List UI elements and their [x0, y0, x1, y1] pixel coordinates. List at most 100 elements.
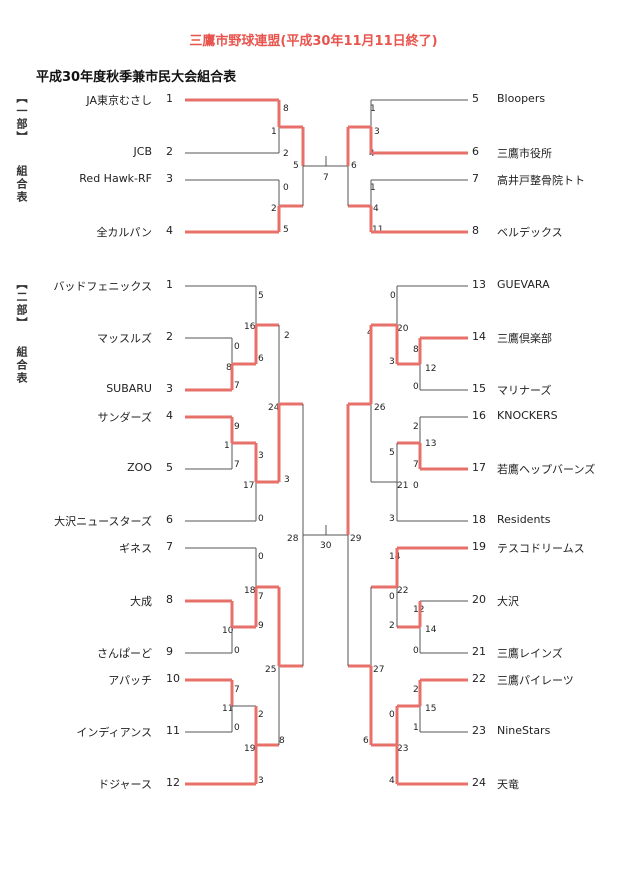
game-score: 1: [370, 183, 376, 193]
team-seed: 6: [166, 513, 173, 526]
team-seed: 17: [472, 461, 486, 474]
game-score: 11: [222, 704, 234, 714]
division-two-sub-label: 組合表: [15, 346, 28, 385]
game-score: 14: [425, 625, 437, 635]
game-score: 2: [283, 149, 289, 159]
game-score: 2: [413, 422, 419, 432]
team-name: マリナーズ: [497, 384, 552, 397]
game-score: 13: [425, 439, 437, 449]
team-name: 大沢ニュースターズ: [54, 515, 152, 528]
game-score: 3: [389, 514, 395, 524]
team-seed: 2: [166, 330, 173, 343]
team-name: Residents: [497, 513, 551, 526]
game-score: 2: [284, 331, 290, 341]
game-score: 15: [425, 704, 437, 714]
team-seed: 1: [166, 92, 173, 105]
game-score: 17: [243, 481, 255, 491]
team-seed: 21: [472, 645, 486, 658]
game-score: 5: [283, 225, 289, 235]
game-score: 8: [283, 104, 289, 114]
team-name: バッドフェニックス: [53, 280, 152, 293]
team-seed: 13: [472, 278, 486, 291]
division-one-sub-label: 組合表: [15, 165, 28, 204]
team-name: ベルデックス: [497, 226, 563, 239]
team-name: マッスルズ: [97, 332, 152, 345]
game-score: 3: [258, 776, 264, 786]
game-score: 20: [397, 324, 409, 334]
team-name: 若鷹ヘップバーンズ: [497, 463, 596, 476]
team-seed: 7: [166, 540, 173, 553]
team-name: SUBARU: [106, 382, 152, 395]
game-score: 4: [389, 776, 395, 786]
game-score: 6: [363, 736, 369, 746]
team-name: ギネス: [119, 542, 152, 555]
game-score: 9: [234, 422, 240, 432]
team-seed: 7: [472, 172, 479, 185]
game-score: 24: [268, 403, 280, 413]
team-seed: 8: [472, 224, 479, 237]
game-score: 2: [258, 710, 264, 720]
game-score: 0: [389, 592, 395, 602]
team-seed: 16: [472, 409, 486, 422]
team-seed: 2: [166, 145, 173, 158]
team-name: ZOO: [127, 461, 152, 474]
team-name: ドジャース: [98, 778, 152, 791]
team-seed: 19: [472, 540, 486, 553]
game-score: 8: [279, 736, 285, 746]
game-score: 3: [258, 451, 264, 461]
game-score: 0: [413, 481, 419, 491]
team-name: Red Hawk-RF: [79, 172, 152, 185]
game-score: 28: [287, 534, 299, 544]
team-name: 全カルパン: [96, 226, 152, 239]
game-score: 6: [258, 354, 264, 364]
division-two-label: 【二部】: [15, 278, 28, 330]
game-score: 11: [372, 225, 384, 235]
game-score: 3: [374, 127, 380, 137]
team-seed: 3: [166, 172, 173, 185]
team-name: KNOCKERS: [497, 409, 558, 422]
team-seed: 8: [166, 593, 173, 606]
page-title: 三鷹市野球連盟(平成30年11月11日終了): [189, 34, 438, 49]
team-seed: 9: [166, 645, 173, 658]
game-score: 6: [351, 161, 357, 171]
game-score: 2: [389, 621, 395, 631]
tournament-subtitle: 平成30年度秋季兼市民大会組合表: [36, 70, 237, 85]
team-name: 三鷹レインズ: [497, 647, 563, 660]
game-score: 1: [224, 441, 230, 451]
game-score: 0: [390, 291, 396, 301]
game-score: 7: [234, 685, 240, 695]
team-name: GUEVARA: [497, 278, 550, 291]
team-seed: 1: [166, 278, 173, 291]
game-score: 1: [413, 723, 419, 733]
team-seed: 6: [472, 145, 479, 158]
team-name: インディアンス: [76, 726, 152, 739]
game-score: 0: [258, 514, 264, 524]
game-score: 23: [397, 744, 409, 754]
game-score: 2: [271, 204, 277, 214]
game-score: 27: [373, 665, 385, 675]
game-score: 26: [374, 403, 386, 413]
game-score: 2: [413, 685, 419, 695]
team-seed: 3: [166, 382, 173, 395]
game-score: 4: [373, 204, 379, 214]
team-seed: 14: [472, 330, 486, 343]
team-seed: 15: [472, 382, 486, 395]
game-score: 8: [226, 363, 232, 373]
team-name: JA東京むさし: [86, 94, 152, 107]
game-score: 1: [370, 104, 376, 114]
game-score: 3: [389, 357, 395, 367]
game-score: 30: [320, 541, 332, 551]
team-name: 三鷹市役所: [497, 147, 552, 160]
game-score: 0: [234, 723, 240, 733]
game-score: 7: [413, 460, 419, 470]
game-score: 16: [244, 322, 256, 332]
team-name: 天竜: [497, 778, 519, 791]
team-name: NineStars: [497, 724, 551, 737]
game-score: 1: [271, 127, 277, 137]
game-score: 0: [283, 183, 289, 193]
game-score: 9: [258, 621, 264, 631]
game-score: 22: [397, 586, 409, 596]
game-score: 5: [389, 448, 395, 458]
team-seed: 4: [166, 224, 173, 237]
team-name: アパッチ: [108, 674, 152, 687]
